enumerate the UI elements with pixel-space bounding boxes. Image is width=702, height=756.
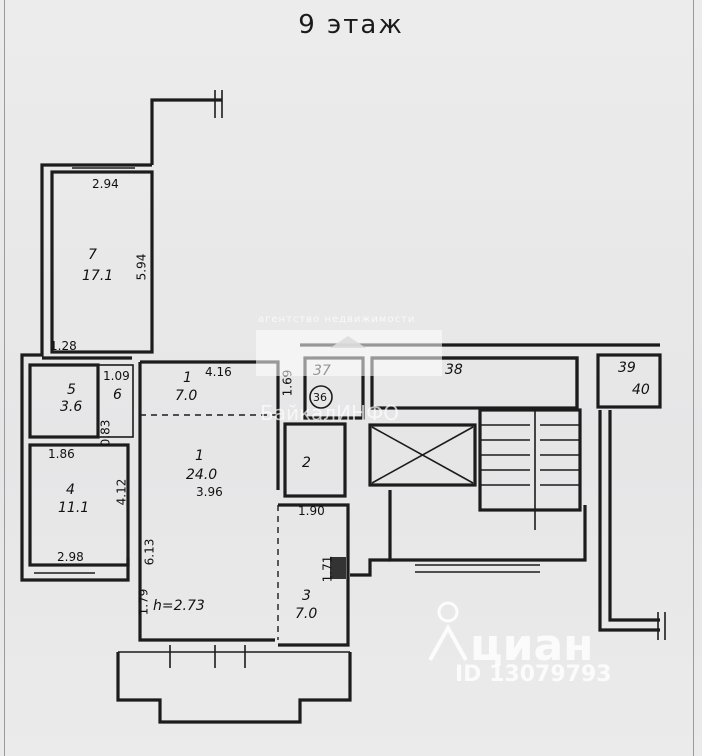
room-37-number: 37 xyxy=(313,363,331,379)
balcony-walls xyxy=(116,652,352,724)
room-36-number: 36 xyxy=(313,391,327,404)
room-1-zone-area: 7.0 xyxy=(175,388,198,404)
dim-label: 5.94 xyxy=(134,253,149,281)
dim-label: 3.96 xyxy=(196,485,223,499)
dim-label: 1.90 xyxy=(298,504,325,518)
dim-label: 4.12 xyxy=(114,478,129,506)
dim-label: 0.83 xyxy=(98,419,113,447)
room-4-number: 4 xyxy=(66,482,75,498)
dim-label: 4.16 xyxy=(205,365,232,379)
room-3-area: 7.0 xyxy=(295,606,318,622)
dim-label: 1.86 xyxy=(48,447,75,461)
stove-icon xyxy=(330,557,346,579)
room-39-number: 39 xyxy=(618,360,636,376)
cian-watermark: циан xyxy=(470,620,594,671)
shaft-36-circle xyxy=(309,385,333,409)
room-40-number: 40 xyxy=(632,382,650,398)
ceiling-height: h=2.73 xyxy=(153,598,205,614)
room-3-number: 3 xyxy=(302,588,311,604)
room-5-number: 5 xyxy=(67,382,76,398)
room-38-walls xyxy=(370,356,579,410)
room-4-walls xyxy=(28,443,130,567)
room-1-walls xyxy=(138,362,275,642)
room-39-40-walls xyxy=(596,353,662,409)
stairwell xyxy=(478,408,582,512)
room-6-walls xyxy=(97,364,134,438)
room-5-area: 3.6 xyxy=(60,399,83,415)
room-2-walls xyxy=(283,422,347,498)
room-7-area: 17.1 xyxy=(82,268,114,284)
dim-label: 1.69 xyxy=(280,369,295,397)
listing-id-watermark: ID 13079793 xyxy=(455,662,612,687)
outer-wall xyxy=(20,163,152,582)
room-2-number: 2 xyxy=(302,455,311,471)
room-7-number: 7 xyxy=(88,247,97,263)
dim-label: 1.79 xyxy=(136,588,151,616)
paper-sheet xyxy=(4,0,694,756)
floor-title: 9 этаж xyxy=(298,10,404,40)
elevator-shaft xyxy=(368,423,477,487)
dim-label: 6.13 xyxy=(142,538,157,566)
room-4-area: 11.1 xyxy=(58,500,90,516)
dim-label: 1.09 xyxy=(103,369,130,383)
room-38-number: 38 xyxy=(445,362,463,378)
room-1-zone-number: 1 xyxy=(183,370,192,386)
agency-watermark-brand: БайкалИНФО xyxy=(260,401,400,425)
room-6-number: 6 xyxy=(113,387,122,403)
dim-label: 1.71 xyxy=(320,555,335,583)
room-3-walls xyxy=(278,503,350,647)
outer-wall xyxy=(150,98,222,165)
stair-treads xyxy=(480,410,580,530)
room-7-walls xyxy=(50,170,154,354)
dim-label: 1.28 xyxy=(50,339,77,353)
dim-label: 2.98 xyxy=(57,550,84,564)
room-1-number: 1 xyxy=(195,448,204,464)
room-1-area: 24.0 xyxy=(186,467,218,483)
agency-watermark-text: агентство недвижимости xyxy=(258,314,416,325)
dim-label: 2.94 xyxy=(92,177,119,191)
